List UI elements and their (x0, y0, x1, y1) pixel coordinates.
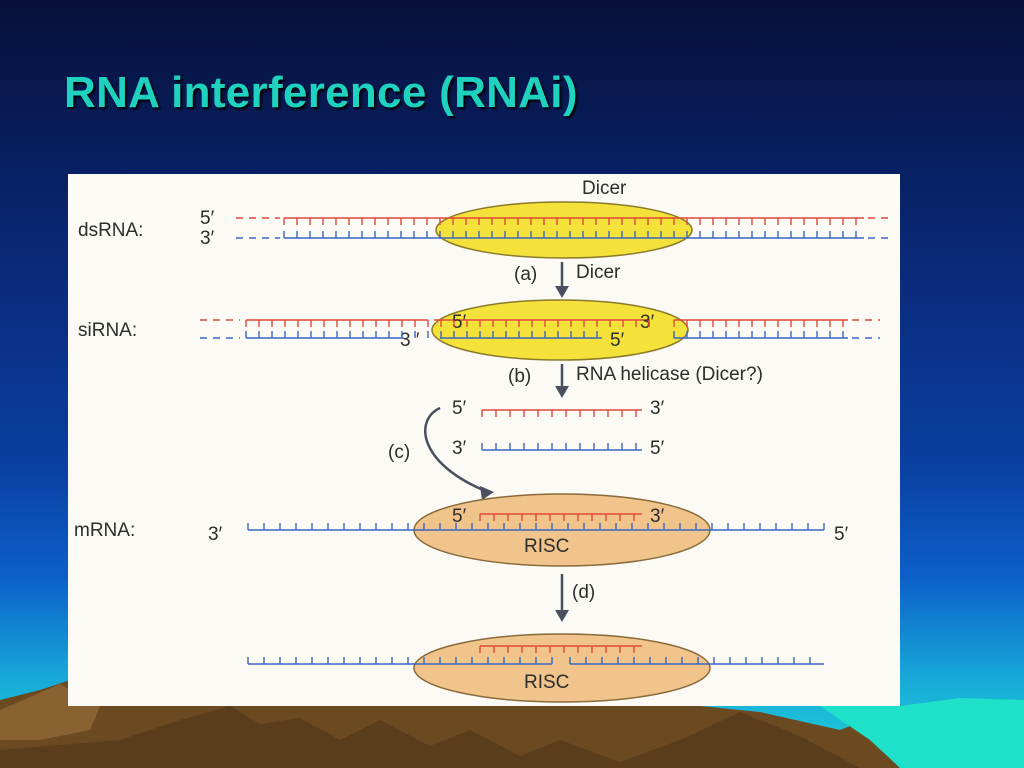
step-b-text: RNA helicase (Dicer?) (576, 364, 763, 385)
sirna-inner-3prime-bottom: 3 ′ (400, 330, 420, 351)
sep-top-5prime: 5′ (452, 398, 467, 419)
risc-cleaved-label: RISC (524, 672, 569, 693)
dicer-enzyme-sirna (431, 299, 689, 361)
arrow-a-head (555, 286, 569, 298)
sirna-inner-5prime-bottom: 5′ (610, 330, 625, 351)
arrow-c-head (480, 486, 494, 500)
dsrna-3prime: 3′ (200, 228, 215, 249)
rnai-diagram-svg: Dicer dsRNA: 5′ 3′ (a) Dicer siRNA: (74, 178, 888, 703)
sep-bottom-3prime: 3′ (452, 438, 467, 459)
sep-top-3prime: 3′ (650, 398, 665, 419)
dicer-enzyme (435, 201, 693, 259)
step-a-letter: (a) (514, 264, 537, 285)
sirna-inner-3prime: 3′ (640, 312, 655, 333)
mrna-5prime: 5′ (834, 524, 849, 545)
step-c-letter: (c) (388, 442, 410, 463)
sep-bottom-5prime: 5′ (650, 438, 665, 459)
arrow-c (424, 406, 489, 494)
risc-complex-cleaved (413, 633, 711, 703)
mrna-3prime: 3′ (208, 524, 223, 545)
dsrna-label: dsRNA: (78, 220, 143, 241)
mrna-label: mRNA: (74, 520, 135, 541)
dsrna-5prime: 5′ (200, 208, 215, 229)
risc-inner-5prime: 5′ (452, 506, 467, 527)
step-a-text: Dicer (576, 262, 621, 283)
dicer-label: Dicer (582, 178, 627, 199)
step-b-letter: (b) (508, 366, 531, 387)
step-d-letter: (d) (572, 582, 595, 603)
sirna-inner-5prime: 5′ (452, 312, 467, 333)
rnai-diagram: Dicer dsRNA: 5′ 3′ (a) Dicer siRNA: (68, 174, 900, 706)
strand-ticks (245, 218, 857, 664)
slide-title: RNA interference (RNAi) (64, 68, 578, 117)
risc-label: RISC (524, 536, 569, 557)
risc-inner-3prime: 3′ (650, 506, 665, 527)
arrow-d-head (555, 610, 569, 622)
sirna-label: siRNA: (78, 320, 137, 341)
arrow-b-head (555, 386, 569, 398)
